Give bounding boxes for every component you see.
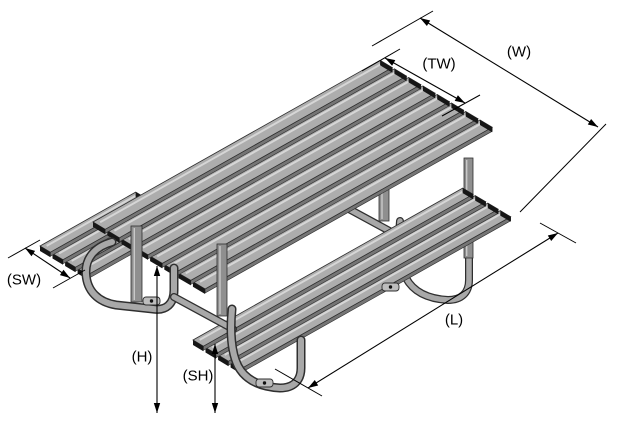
dimension-label-sw: (SW) xyxy=(6,271,42,289)
dimension-label-tw: (TW) xyxy=(422,55,456,73)
table-top-slats xyxy=(92,59,493,294)
dimension-arrows xyxy=(7,10,607,413)
dimension-label-w: (W) xyxy=(506,43,532,61)
dimension-label-l: (L) xyxy=(444,311,464,329)
dimension-label-h: (H) xyxy=(131,348,153,366)
right-seat-slats xyxy=(192,187,512,374)
mounting-feet xyxy=(142,282,400,388)
dimension-label-sh: (SH) xyxy=(182,367,214,385)
front-leg-frame xyxy=(81,225,306,393)
